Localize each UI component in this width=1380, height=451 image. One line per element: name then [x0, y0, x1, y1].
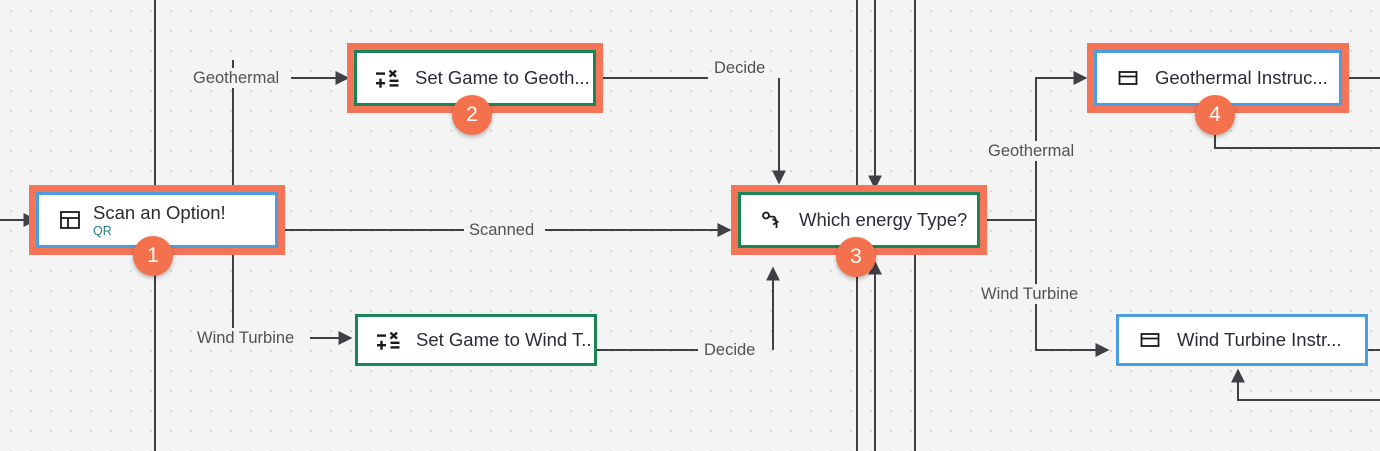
- edge-label-decide-bottom: Decide: [701, 340, 759, 360]
- edge-label-geothermal-left: Geothermal: [190, 68, 283, 88]
- step-badge-2[interactable]: 2: [452, 95, 492, 135]
- step-badge-1[interactable]: 1: [133, 236, 173, 276]
- node-title: Set Game to Geoth...: [415, 67, 590, 88]
- branch-fork-icon: [757, 205, 787, 235]
- edge-label-scanned: Scanned: [466, 220, 538, 240]
- node-title: Geothermal Instruc...: [1155, 67, 1328, 88]
- math-operators-icon: [373, 63, 403, 93]
- edge-return-windturbine: [1231, 368, 1380, 401]
- node-title: Scan an Option!: [93, 201, 226, 223]
- card-window-icon: [1113, 63, 1143, 93]
- node-subtitle: QR: [93, 223, 112, 238]
- layout-panel-icon: [55, 205, 85, 235]
- step-badge-3[interactable]: 3: [836, 237, 876, 277]
- math-operators-icon: [374, 325, 404, 355]
- node-title: Which energy Type?: [799, 209, 968, 230]
- node-title: Wind Turbine Instr...: [1177, 329, 1342, 350]
- edge-label-geothermal-right: Geothermal: [985, 141, 1078, 161]
- edge-label-wind-turbine-right: Wind Turbine: [978, 284, 1082, 304]
- node-title: Set Game to Wind T..: [416, 329, 592, 350]
- step-badge-4[interactable]: 4: [1195, 95, 1235, 135]
- edge-label-decide-top: Decide: [711, 58, 769, 78]
- edge-label-wind-turbine-left: Wind Turbine: [194, 328, 298, 348]
- node-set-game-to-wind-turbine[interactable]: Set Game to Wind T..: [355, 314, 597, 366]
- node-wind-turbine-instructions[interactable]: Wind Turbine Instr...: [1116, 314, 1368, 366]
- card-window-icon: [1135, 325, 1165, 355]
- edge-return-geothermal: [1214, 113, 1380, 149]
